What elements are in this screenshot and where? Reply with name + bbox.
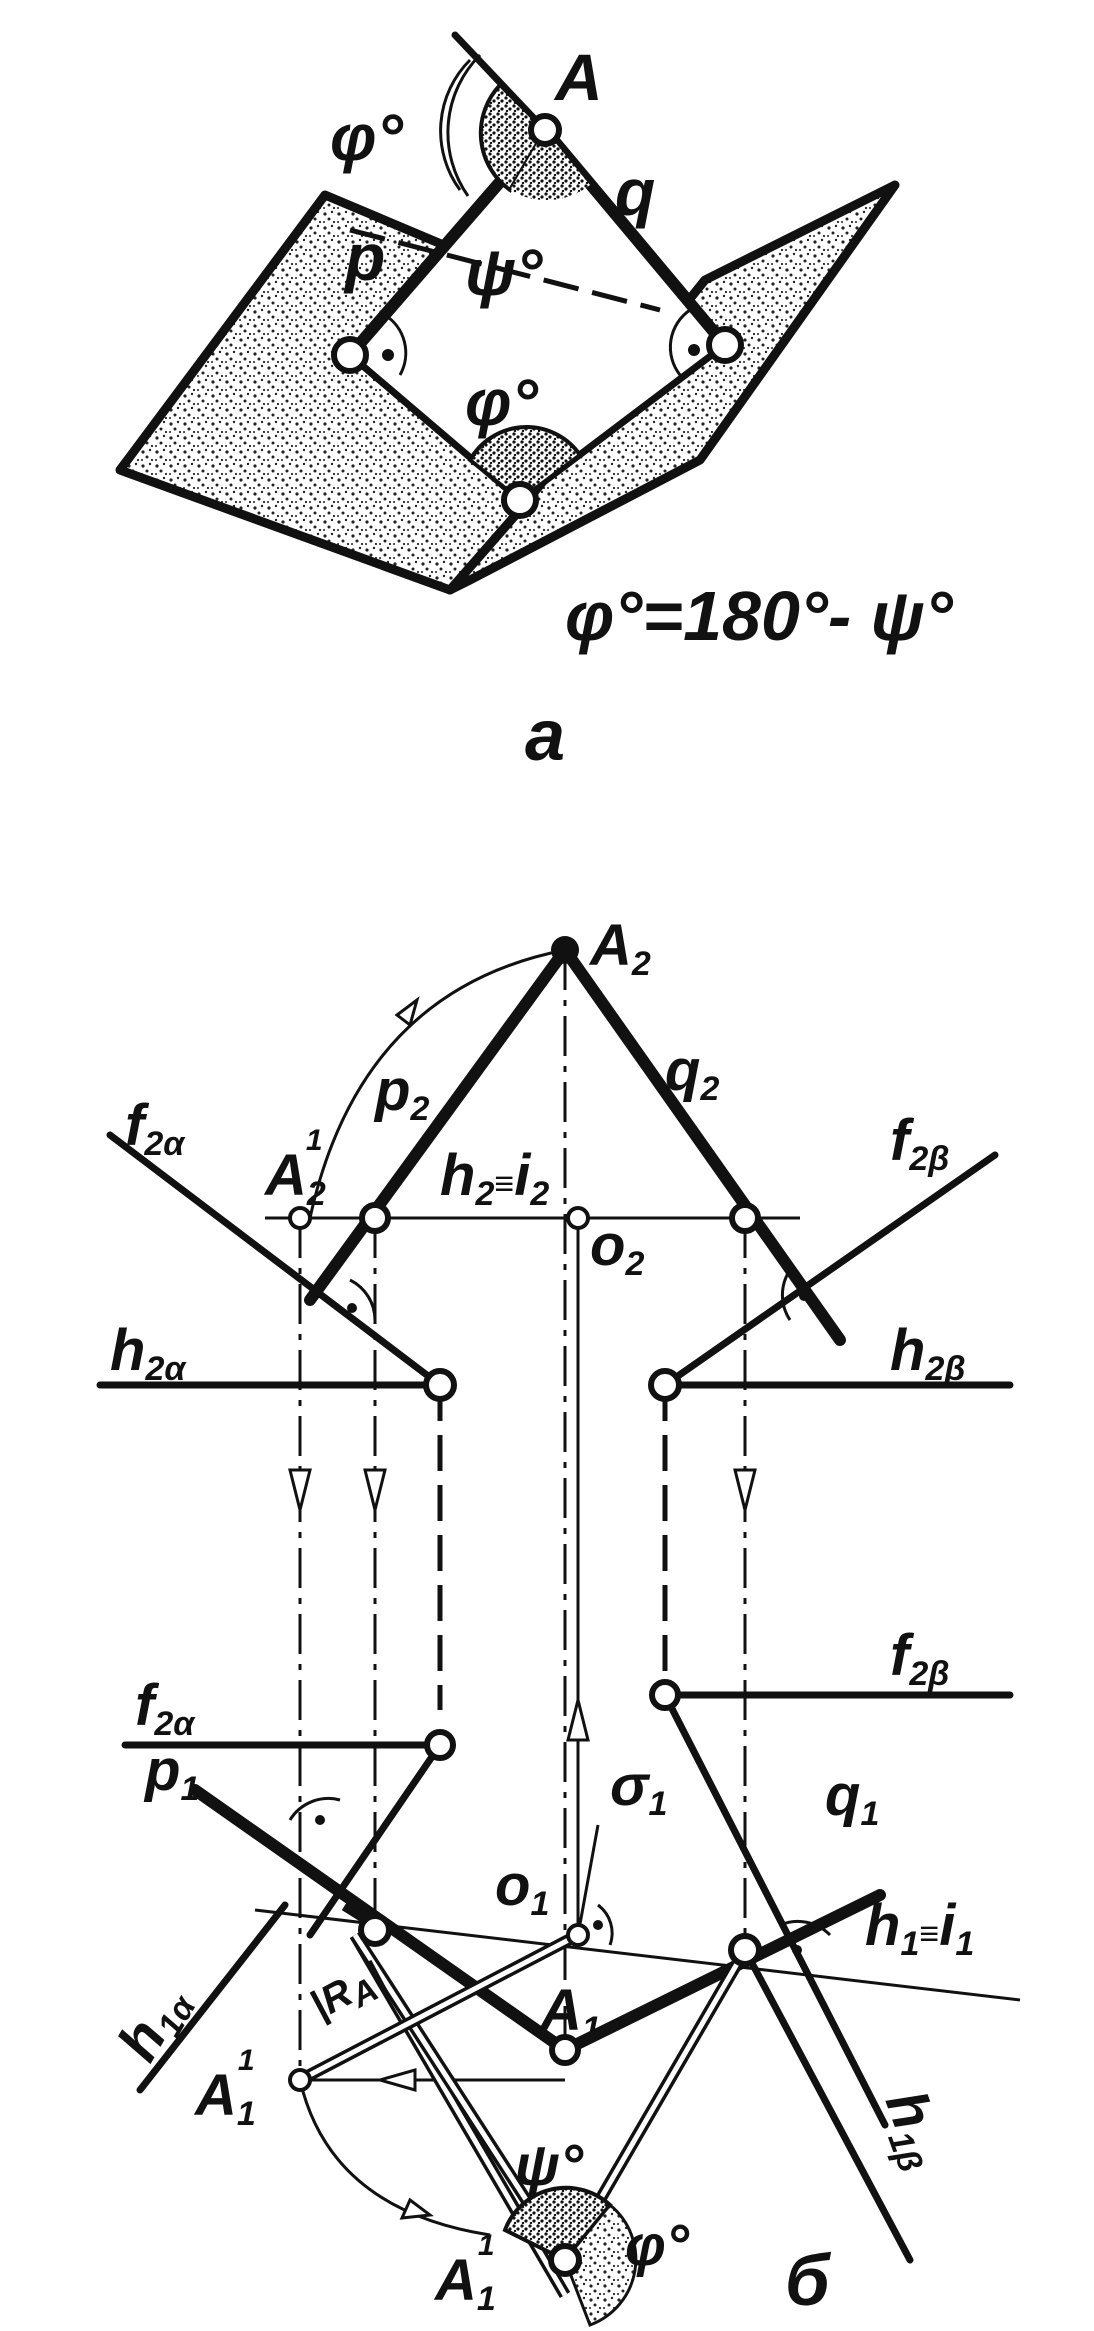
point-A2 [551,936,579,964]
f2-alpha-trace [306,1741,444,1939]
label-phi-top: φ° [330,100,403,174]
label-h1b: h1β [868,2082,960,2177]
label-A: A [553,40,603,114]
arrow-down-2 [363,1468,387,1511]
label-p: p [343,220,385,294]
label-A2: A2 [588,913,651,983]
angle-sector-bottom-c [563,2202,638,2327]
label-q: q [615,155,655,229]
label-h2-i2: h2≡i2 [440,1143,549,1213]
label-h2b: h2β [890,1318,965,1388]
ra-dot-4 [792,1945,802,1955]
ra-mark-1 [349,1278,377,1321]
figure-a: A q p φ° ψ° φ° φ°=180°- ψ° a [115,31,954,776]
ra-dot-2 [799,1291,809,1301]
label-f2b-bottom: f2β [890,1623,949,1693]
label-A21: A21 [263,1124,326,1213]
point-o2 [566,1206,590,1230]
section-rectangle [350,130,725,500]
label-q2: q2 [665,1038,719,1108]
formula: φ°=180°- ψ° [565,577,954,655]
arc-A2-rotation [308,948,566,1219]
label-h2a: h2α [110,1318,187,1388]
right-angle-mark-left [384,313,408,376]
arc-arrow-bottom [399,2197,434,2220]
line-q2 [559,944,846,1346]
label-p1: p1 [143,1738,199,1808]
label-A11-left: A11 [193,2044,256,2133]
arc-arrow-top [394,996,420,1028]
f2-beta-top [661,1151,999,1389]
sigma1-line [576,1824,600,1936]
point-edge [501,481,539,519]
point-f2a [424,1729,456,1761]
right-angle-dot-right [688,344,700,356]
label-h1-i1: h1≡i1 [865,1893,974,1963]
ra-mark-3 [288,1796,341,1821]
arc-A11-rotation [298,2079,491,2237]
ra-mark-4 [779,1919,832,1937]
label-f2b-top: f2β [890,1108,949,1178]
point-p1-h1 [358,1913,392,1947]
label-f2a-bottom: f2α [135,1673,196,1743]
label-o2: o2 [590,1213,644,1283]
label-f2a-top: f2α [125,1093,186,1163]
point-h2b [648,1368,682,1402]
point-f2b [649,1679,681,1711]
label-q1: q1 [825,1763,879,1833]
label-psi-b: ψ° [515,2133,584,2198]
point-A11-bottom [548,2243,582,2277]
point-A [528,113,562,147]
ra-mark-2 [780,1269,792,1321]
right-angle-dot-left [382,349,394,361]
angle-arc-phi-top [439,58,472,191]
figure-b: A2 p2 q2 A21 h2≡i2 o2 f2α f2β h2α h2β f2… [96,913,1021,2327]
h1-beta [741,1946,914,2264]
f2-beta-trace [661,1691,889,2129]
ra-mark-5 [597,1903,614,1946]
line-p2 [304,944,571,1306]
arrow-down-3 [733,1468,757,1511]
f2-alpha-top [106,1131,444,1389]
angle-sector-bottom [467,425,583,503]
label-p2: p2 [373,1058,429,1128]
arrow-up [566,1699,590,1742]
point-q-foot [706,326,744,364]
point-h2a [423,1368,457,1402]
label-o1: o1 [495,1853,549,1923]
psi-dashed-line [349,227,661,313]
point-p2-h2 [359,1202,391,1234]
point-A11-left [288,2068,312,2092]
point-A21 [288,1206,312,1230]
label-sigma1: σ1 [610,1753,667,1823]
line-q [539,124,731,351]
ra-dot-3 [315,1815,325,1825]
arrow-down-1 [288,1468,312,1511]
point-A1 [549,2034,581,2066]
angle-arc-phi-top-2 [446,53,482,197]
label-h1a: h1α [105,1972,204,2074]
label-A1: A1 [538,1978,601,2048]
caption-a: a [525,696,565,776]
point-o1 [566,1923,590,1947]
arrow-left [374,2068,417,2092]
dbl-line-4-in [298,1932,580,2083]
point-q1-h1 [728,1933,762,1967]
point-q2-h2 [729,1202,761,1234]
point-p-foot [331,336,369,374]
h1-alpha [136,1901,289,2094]
angle-sector-bottom-b [502,2185,613,2263]
label-A11-bottom: A11 [433,2229,496,2318]
ra-dot-5 [593,1920,603,1930]
label-phi-b: φ° [625,2213,690,2278]
right-angle-mark-right [668,308,691,376]
ra-dot-1 [347,1303,357,1313]
angle-sector-A2 [510,130,590,201]
label-psi: ψ° [465,235,543,309]
caption-b: б [785,2241,832,2321]
label-phi-mid: φ° [465,365,538,439]
line-q1 [559,1889,886,2056]
angle-sector-A [478,82,548,193]
